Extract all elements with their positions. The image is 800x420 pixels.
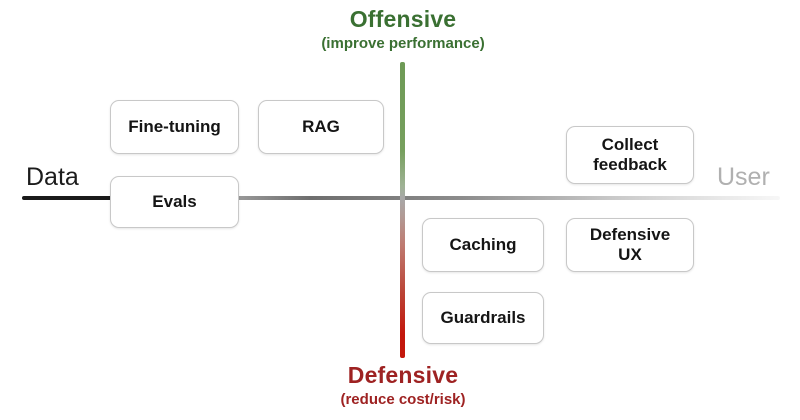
axis-label-defensive-subtitle: (reduce cost/risk) (340, 391, 466, 409)
node-defensive-ux-label: Defensive UX (590, 225, 670, 266)
node-rag-label: RAG (302, 116, 340, 136)
axis-label-offensive-subtitle: (improve performance) (321, 35, 485, 53)
axis-label-offensive-title: Offensive (349, 6, 457, 32)
node-guardrails[interactable]: Guardrails (422, 292, 544, 344)
node-collect-feedback-label: Collect feedback (593, 135, 667, 176)
node-evals[interactable]: Evals (110, 176, 239, 228)
axis-label-offensive: Offensive (improve performance) (321, 6, 484, 53)
axis-label-data: Data (26, 163, 79, 191)
node-fine-tuning-label: Fine-tuning (128, 116, 221, 136)
node-collect-feedback[interactable]: Collect feedback (566, 126, 694, 184)
node-evals-label: Evals (152, 191, 197, 211)
node-caching-label: Caching (449, 234, 517, 254)
axis-label-defensive-title: Defensive (347, 362, 459, 388)
node-fine-tuning[interactable]: Fine-tuning (110, 100, 239, 154)
axis-label-defensive: Defensive (reduce cost/risk) (340, 362, 465, 409)
node-defensive-ux-line2: UX (618, 245, 642, 264)
axis-label-user: User (717, 163, 770, 191)
node-guardrails-label: Guardrails (440, 307, 526, 327)
vertical-axis-line (400, 62, 405, 358)
node-defensive-ux[interactable]: Defensive UX (566, 218, 694, 272)
node-collect-feedback-line2: feedback (593, 155, 667, 174)
node-collect-feedback-line1: Collect (601, 134, 659, 154)
node-rag[interactable]: RAG (258, 100, 384, 154)
node-caching[interactable]: Caching (422, 218, 544, 272)
node-defensive-ux-line1: Defensive (589, 224, 671, 244)
